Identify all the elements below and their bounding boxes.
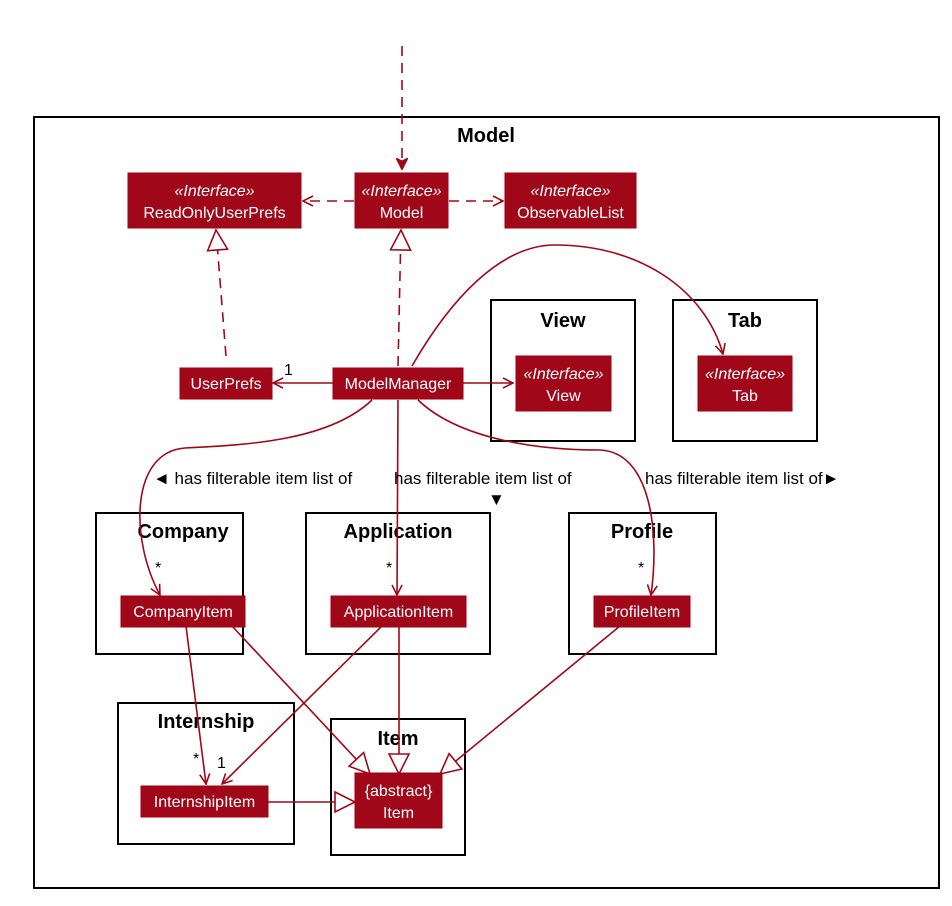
- abstract-item-stereotype: {abstract}: [365, 783, 433, 800]
- model-stereotype: «Interface»: [361, 183, 441, 200]
- view-stereotype: «Interface»: [523, 366, 603, 383]
- profileitem-class: ProfileItem: [593, 595, 691, 628]
- tab-stereotype: «Interface»: [705, 366, 785, 383]
- item-package-frame: Item: [330, 718, 466, 856]
- tab-class: «Interface» Tab: [697, 355, 793, 412]
- internshipitem-name: InternshipItem: [154, 794, 255, 811]
- internshipitem-class: InternshipItem: [140, 785, 269, 818]
- model-package-frame: Model: [33, 116, 940, 889]
- companyitem-name: CompanyItem: [133, 604, 233, 621]
- company-package-title: Company: [137, 521, 229, 543]
- application-association-label: has filterable item list of: [394, 469, 572, 488]
- tab-package-frame: Tab: [672, 299, 818, 442]
- model-package-title: Model: [457, 125, 515, 147]
- userprefs-class: UserPrefs: [179, 367, 273, 400]
- profileitem-inherits-item: [438, 625, 621, 776]
- profile-package-title: Profile: [611, 521, 673, 543]
- view-class: «Interface» View: [515, 355, 612, 412]
- userprefs-realizes-readonlyuserprefs: [206, 228, 229, 357]
- view-package-title: View: [540, 310, 586, 332]
- modelmanager-to-profileitem-arrow: [417, 399, 654, 595]
- view-name: View: [546, 388, 581, 405]
- applicationitem-multiplicity: *: [386, 560, 392, 577]
- internship-package-title: Internship: [158, 711, 255, 733]
- applicationitem-to-internshipitem-arrow: [222, 625, 383, 784]
- model-class: «Interface» Model: [354, 172, 449, 229]
- profileitem-multiplicity: *: [638, 560, 644, 577]
- readonlyuserprefs-class: «Interface» ReadOnlyUserPrefs: [127, 172, 302, 229]
- company-package-frame: Company: [95, 512, 244, 655]
- modelmanager-class: ModelManager: [332, 367, 464, 400]
- profileitem-name: ProfileItem: [604, 604, 680, 621]
- tab-package-title: Tab: [728, 310, 762, 332]
- modelmanager-to-tab-arrow: [411, 244, 723, 367]
- companyitem-to-internshipitem-arrow: [185, 625, 206, 784]
- edges: [139, 46, 723, 814]
- item-package-title: Item: [377, 728, 418, 750]
- profile-association-label: has filterable item list of►: [645, 469, 839, 488]
- modelmanager-name: ModelManager: [345, 376, 452, 393]
- model-name: Model: [380, 205, 424, 222]
- userprefs-multiplicity: 1: [284, 362, 293, 379]
- abstract-item-class: {abstract} Item: [354, 772, 443, 829]
- profile-package-frame: Profile: [568, 512, 717, 655]
- abstract-item-name: Item: [383, 805, 414, 822]
- readonlyuserprefs-name: ReadOnlyUserPrefs: [143, 205, 285, 222]
- applicationitem-name: ApplicationItem: [344, 604, 453, 621]
- companyitem-inherits-item: [231, 625, 372, 776]
- company-association-label: ◄ has filterable item list of: [153, 469, 352, 488]
- userprefs-name: UserPrefs: [190, 376, 261, 393]
- readonlyuserprefs-stereotype: «Interface»: [174, 183, 254, 200]
- internship-multiplicity-company: *: [193, 751, 199, 768]
- internship-package-frame: Internship: [117, 702, 295, 845]
- observablelist-name: ObservableList: [517, 205, 624, 222]
- companyitem-class: CompanyItem: [120, 595, 246, 628]
- companyitem-multiplicity: *: [155, 560, 161, 577]
- observablelist-class: «Interface» ObservableList: [504, 172, 637, 229]
- modelmanager-to-applicationitem-arrow: [397, 399, 398, 595]
- view-package-frame: View: [490, 299, 636, 442]
- internship-multiplicity-application: 1: [217, 755, 226, 772]
- modelmanager-realizes-model: [389, 228, 412, 367]
- observablelist-stereotype: «Interface»: [530, 183, 610, 200]
- modelmanager-to-companyitem-arrow: [139, 399, 373, 595]
- applicationitem-class: ApplicationItem: [330, 595, 467, 628]
- tab-name: Tab: [732, 388, 758, 405]
- application-association-direction: ▼: [488, 490, 505, 509]
